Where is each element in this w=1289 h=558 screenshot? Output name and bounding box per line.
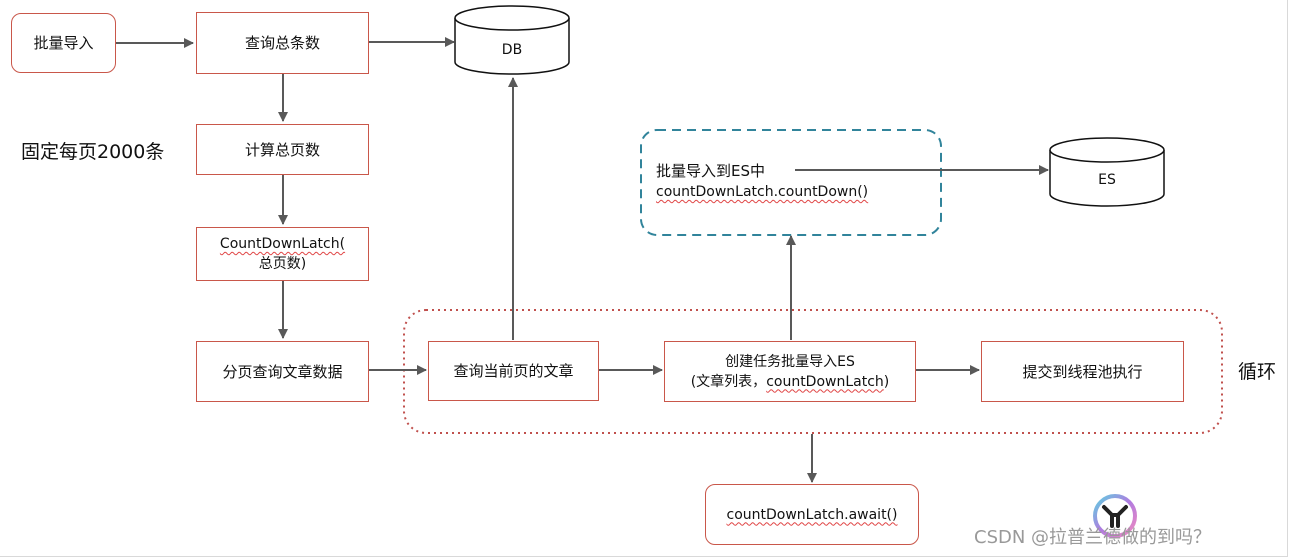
- create-task-line2-c: ): [883, 373, 890, 390]
- loop-group-outline: [403, 309, 1223, 434]
- import-es-line1: 批量导入到ES中: [656, 160, 769, 181]
- countdown-latch-node: CountDownLatch( 总页数): [196, 227, 369, 281]
- db-label: DB: [501, 42, 523, 58]
- batch-import-node: 批量导入: [11, 13, 116, 73]
- calc-pages-label: 计算总页数: [244, 140, 320, 159]
- query-total-label: 查询总条数: [244, 34, 320, 52]
- db-cylinder: [454, 5, 570, 75]
- create-task-line2-b: countDownLatch: [766, 373, 884, 390]
- create-task-line1: 创建任务批量导入ES: [725, 353, 855, 370]
- submit-pool-node: 提交到线程池执行: [981, 341, 1184, 402]
- calc-pages-node: 计算总页数: [196, 124, 369, 175]
- batch-import-label: 批量导入: [33, 34, 94, 52]
- fixed-page-note: 固定每页2000条: [21, 141, 165, 163]
- create-task-node: 创建任务批量导入ES (文章列表，countDownLatch): [664, 341, 916, 402]
- countdown-latch-line2: 总页数): [258, 256, 307, 272]
- paged-query-label: 分页查询文章数据: [222, 362, 343, 381]
- await-label: countDownLatch.await(): [726, 506, 898, 523]
- es-label: ES: [1098, 172, 1116, 188]
- paged-query-node: 分页查询文章数据: [196, 341, 369, 402]
- es-import-group-outline: [640, 129, 942, 236]
- countdown-latch-line1: CountDownLatch(: [219, 236, 346, 252]
- import-es-line2: countDownLatch.countDown(): [656, 184, 869, 200]
- query-current-page-node: 查询当前页的文章: [428, 341, 599, 401]
- await-node: countDownLatch.await(): [705, 484, 919, 545]
- loop-label: 循环: [1238, 361, 1277, 383]
- query-total-node: 查询总条数: [196, 12, 369, 74]
- watermark-text: CSDN @拉普兰德做的到吗？: [974, 527, 1212, 548]
- create-task-line2: (文章列表，countDownLatch): [691, 372, 890, 392]
- create-task-line2-a: (文章列表，: [690, 373, 767, 390]
- es-cylinder: [1049, 137, 1165, 207]
- csdn-logo-icon: [1093, 494, 1137, 538]
- query-current-page-label: 查询当前页的文章: [453, 362, 574, 380]
- submit-pool-label: 提交到线程池执行: [1022, 362, 1143, 381]
